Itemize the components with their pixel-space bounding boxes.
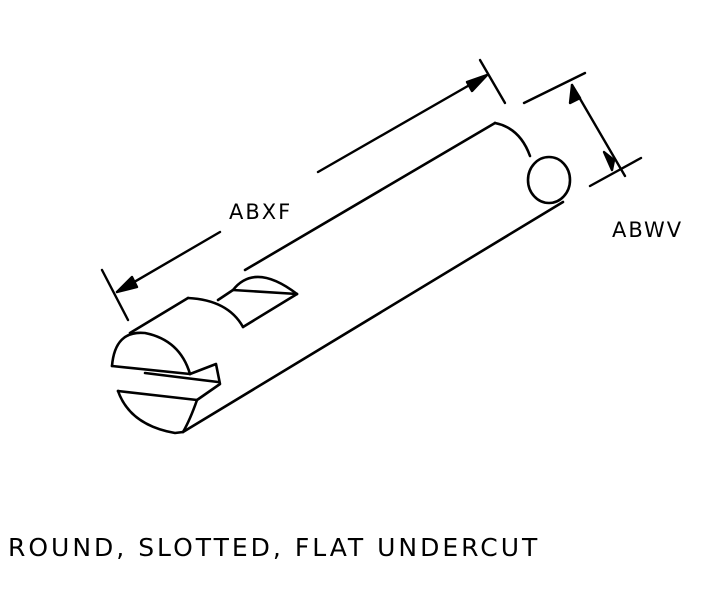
undercut-flat <box>186 275 299 329</box>
arrowhead-left <box>115 275 139 294</box>
extension-line-right <box>478 58 507 105</box>
dimension-abwv <box>522 71 643 188</box>
extension-line-top <box>522 71 587 105</box>
slotted-end <box>110 331 222 435</box>
arrowhead-right <box>465 73 489 93</box>
dimension-label-length: ABXF <box>229 200 293 224</box>
dimension-label-diameter: ABWV <box>612 218 684 242</box>
arrowhead-bottom <box>602 150 616 172</box>
cylinder-body <box>128 121 572 434</box>
extension-line-bottom <box>588 156 643 188</box>
diagram-caption: ROUND, SLOTTED, FLAT UNDERCUT <box>8 533 541 562</box>
dimension-abxf <box>100 58 507 322</box>
arrowhead-top <box>568 83 582 105</box>
dimension-line-right <box>316 73 489 174</box>
dimension-line <box>570 83 627 178</box>
extension-line-left <box>100 268 130 322</box>
